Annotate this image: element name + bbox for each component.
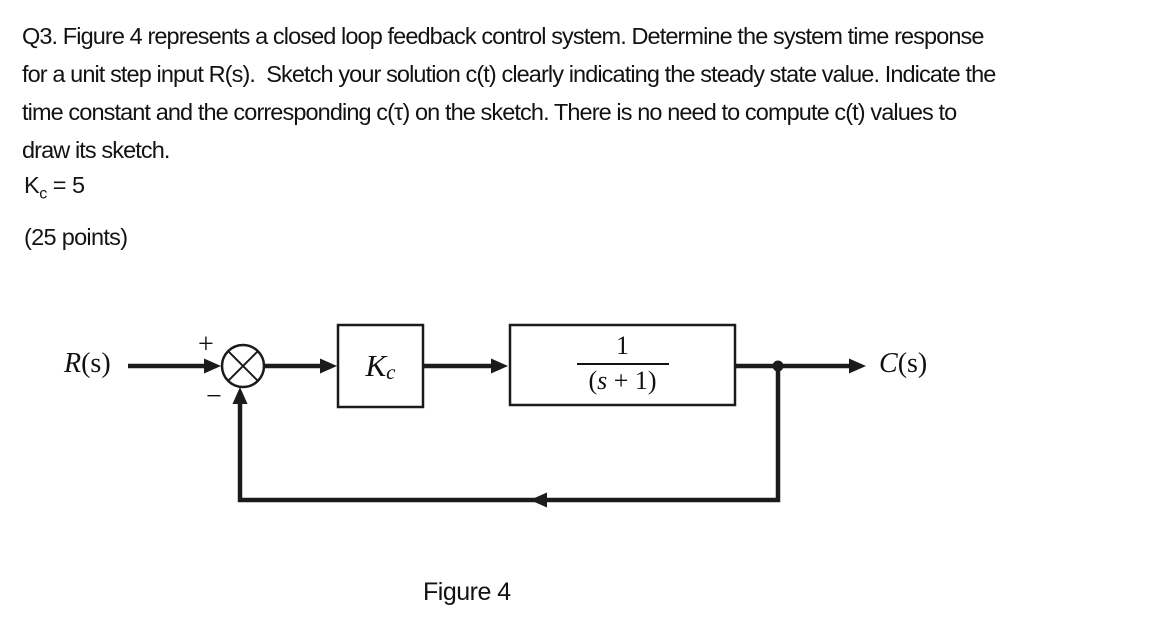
transfer-function-fraction: 1 (s + 1) [576, 330, 669, 396]
question-line-4: draw its sketch. [22, 137, 170, 163]
output-symbol: C [879, 348, 898, 379]
question-line-1: Q3. Figure 4 represents a closed loop fe… [22, 23, 984, 49]
gain-symbol: K [24, 172, 40, 198]
summing-junction-cross-2 [227, 350, 259, 382]
minus-sign: − [206, 381, 222, 412]
question-line-3: time constant and the corresponding c(τ)… [22, 99, 957, 125]
question-text-block: Q3. Figure 4 represents a closed loop fe… [22, 17, 996, 169]
plus-sign: + [198, 329, 214, 360]
input-arrowhead [204, 358, 221, 374]
feedback-path [237, 366, 781, 503]
gain-definition: Kc = 5 [24, 172, 85, 204]
fraction-numerator: 1 [616, 330, 629, 360]
output-signal-label: C(s) [879, 348, 927, 380]
denominator-variable: s [597, 365, 608, 395]
plant-block [508, 323, 737, 407]
input-signal-label: R(s) [64, 348, 111, 380]
fraction-denominator: (s + 1) [588, 366, 656, 396]
gain-subscript: c [39, 185, 47, 203]
denominator-rest: + 1) [607, 365, 657, 395]
fraction-bar [576, 362, 669, 365]
input-arg: (s) [81, 348, 111, 379]
controller-subscript: c [386, 359, 396, 384]
error-arrowhead [320, 358, 337, 374]
controller-output-arrowhead [491, 358, 508, 374]
denominator-open-paren: ( [588, 365, 598, 395]
feedback-up-arrowhead [232, 387, 248, 404]
plant-transfer-function: 1 (s + 1) [510, 323, 735, 403]
output-arrowhead [849, 358, 866, 374]
question-line-2: for a unit step input R(s). Sketch your … [22, 61, 996, 87]
input-symbol: R [64, 348, 82, 379]
feedback-left-arrowhead [530, 492, 547, 508]
controller-symbol: K [365, 348, 387, 383]
gain-value: = 5 [46, 172, 85, 198]
figure-caption: Figure 4 [423, 578, 511, 606]
output-arg: (s) [897, 348, 928, 379]
points-label: (25 points) [24, 224, 128, 250]
